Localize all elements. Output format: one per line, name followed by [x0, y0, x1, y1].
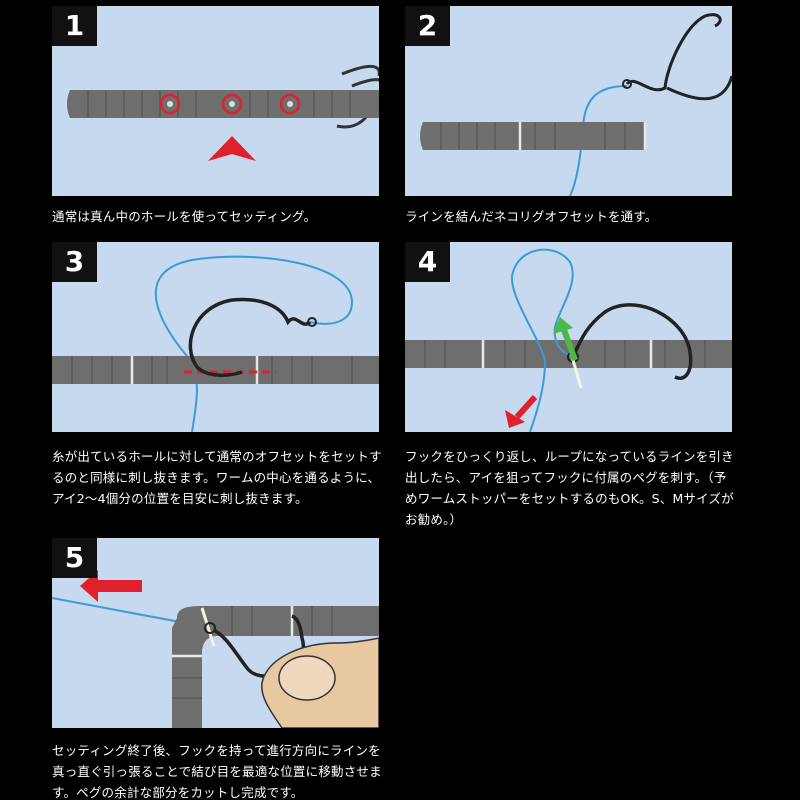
step-1-illustration: 1 — [52, 6, 379, 196]
step-4-illustration: 4 — [405, 242, 732, 432]
step-5-number: 5 — [52, 538, 97, 578]
step-5-drawing — [52, 570, 379, 728]
step-4-number: 4 — [405, 242, 450, 282]
step-3-illustration: 3 — [52, 242, 379, 432]
up-arrow-icon — [208, 136, 256, 161]
red-arrow-icon — [505, 410, 525, 428]
step-1-caption: 通常は真ん中のホールを使ってセッティング。 — [52, 209, 317, 224]
step-3-drawing — [52, 255, 379, 432]
step-5-illustration: 5 — [52, 538, 379, 728]
step-2-caption: ラインを結んだネコリグオフセットを通す。 — [405, 209, 658, 224]
step-5-caption: セッティング終了後、フックを持って進行方向にラインを真っ直ぐ引っ張ることで結び目… — [52, 743, 382, 800]
left-arrow-icon — [80, 570, 98, 602]
step-4-drawing — [405, 248, 732, 432]
step-2-number: 2 — [405, 6, 450, 46]
step-1-number: 1 — [52, 6, 97, 46]
step-3-caption: 糸が出ているホールに対して通常のオフセットをセットするのと同様に刺し抜きます。ワ… — [52, 449, 382, 506]
step-4-caption: フックをひっくり返し、ループになっているラインを引き出したら、アイを狙ってフック… — [405, 449, 734, 527]
step-2-drawing — [420, 13, 732, 196]
green-arrow-icon — [553, 317, 573, 334]
step-1-drawing — [67, 64, 379, 161]
step-3-number: 3 — [52, 242, 97, 282]
step-2-illustration: 2 — [405, 6, 732, 196]
worm-holes — [159, 93, 301, 115]
